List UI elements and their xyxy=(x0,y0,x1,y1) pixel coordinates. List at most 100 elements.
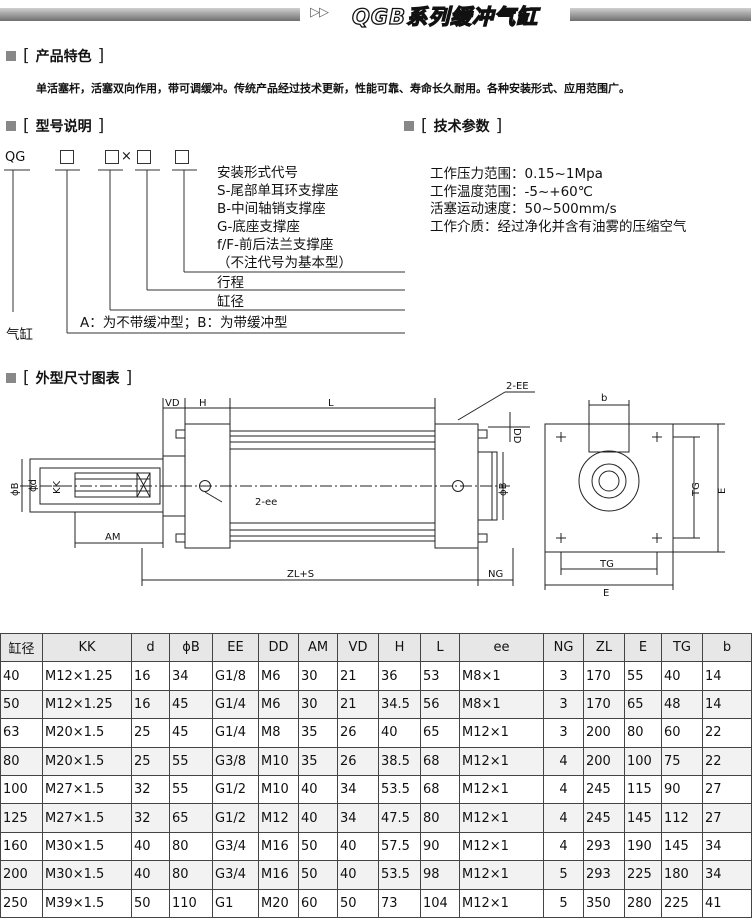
table-cell: 21 xyxy=(337,689,379,720)
dim-tg-side: TG xyxy=(691,482,702,497)
table-cell: 53.5 xyxy=(378,774,421,805)
table-cell: 34.5 xyxy=(378,689,421,720)
table-cell: M12×1 xyxy=(459,831,544,862)
cylinder-drawing: VD H L 2-EE DD ϕB ϕB KK ϕd 2-ee AM ZL+S … xyxy=(10,381,728,599)
table-cell: 16 xyxy=(131,689,170,720)
table-cell: 100 xyxy=(624,746,662,776)
table-cell: 40 xyxy=(298,774,338,805)
table-cell: 68 xyxy=(420,746,460,776)
table-cell: M27×1.5 xyxy=(42,803,132,833)
table-cell: 65 xyxy=(624,689,662,720)
mount-line: f/F-前后法兰支撑座 xyxy=(217,237,334,253)
table-cell: 35 xyxy=(298,718,338,748)
table-cell: 34 xyxy=(337,774,379,805)
table-cell: 50 xyxy=(337,888,379,918)
table-cell: 40 xyxy=(131,831,170,862)
section-marker-icon xyxy=(6,373,16,383)
table-cell: 40 xyxy=(337,831,379,862)
table-cell: 57.5 xyxy=(378,831,421,862)
table-cell: 3 xyxy=(543,661,584,691)
table-cell: 40 xyxy=(661,661,703,691)
table-cell: M12×1 xyxy=(459,803,544,833)
table-cell: 53.5 xyxy=(378,860,421,890)
table-cell: 55 xyxy=(624,661,662,691)
table-cell: 25 xyxy=(131,746,170,776)
table-cell: 32 xyxy=(131,803,170,833)
table-header-cell: EE xyxy=(212,632,259,663)
table-header-cell: H xyxy=(378,632,421,663)
table-header-cell: b xyxy=(702,632,752,663)
dim-l: L xyxy=(328,398,334,409)
table-cell: 26 xyxy=(337,718,379,748)
dim-b-front: ϕB xyxy=(10,482,21,496)
table-cell: 34 xyxy=(702,860,752,890)
table-cell: M12×1 xyxy=(459,888,544,918)
table-cell: 4 xyxy=(543,774,584,805)
table-cell: 68 xyxy=(420,774,460,805)
table-cell: M12×1 xyxy=(459,746,544,776)
table-cell: 3 xyxy=(543,689,584,720)
header-bar-left xyxy=(0,8,300,21)
table-cell: 112 xyxy=(661,803,703,833)
section-marker-icon xyxy=(404,121,414,131)
table-cell: 40 xyxy=(298,803,338,833)
table-cell: 40 xyxy=(337,860,379,890)
table-cell: 35 xyxy=(298,746,338,776)
table-cell: 50 xyxy=(0,689,43,720)
dim-ng: NG xyxy=(488,569,503,580)
table-cell: 65 xyxy=(420,718,460,748)
features-heading: [产品特色] xyxy=(6,46,104,66)
dim-e-side: E xyxy=(717,488,728,494)
table-cell: M30×1.5 xyxy=(42,860,132,890)
table-cell: 280 xyxy=(624,888,662,918)
table-cell: 27 xyxy=(702,803,752,833)
bore-label: 缸径 xyxy=(217,294,244,310)
table-cell: G1/2 xyxy=(212,774,259,805)
table-cell: 4 xyxy=(543,803,584,833)
table-cell: 26 xyxy=(337,746,379,776)
table-cell: 14 xyxy=(702,661,752,691)
table-cell: M8×1 xyxy=(459,661,544,691)
table-cell: 90 xyxy=(661,774,703,805)
table-cell: 40 xyxy=(378,718,421,748)
cushion-type-label: A：为不带缓冲型；B：为带缓冲型 xyxy=(80,315,288,331)
table-cell: 180 xyxy=(661,860,703,890)
table-cell: 40 xyxy=(0,661,43,691)
table-cell: 145 xyxy=(624,803,662,833)
table-cell: 27 xyxy=(702,774,752,805)
table-cell: M20 xyxy=(258,888,299,918)
drawing-heading: [外型尺寸图表] xyxy=(6,368,132,388)
table-cell: 53 xyxy=(420,661,460,691)
table-cell: M30×1.5 xyxy=(42,831,132,862)
table-cell: 50 xyxy=(131,888,170,918)
table-header-cell: E xyxy=(624,632,662,663)
table-cell: 80 xyxy=(169,831,213,862)
table-cell: 45 xyxy=(169,718,213,748)
table-cell: G1/2 xyxy=(212,803,259,833)
table-cell: 170 xyxy=(583,661,625,691)
cylinder-label: 气缸 xyxy=(6,327,33,343)
dim-h: H xyxy=(199,398,207,409)
table-cell: M12×1.25 xyxy=(42,689,132,720)
table-cell: 293 xyxy=(583,831,625,862)
table-header-cell: DD xyxy=(258,632,299,663)
table-cell: 293 xyxy=(583,860,625,890)
dim-e-bottom: E xyxy=(603,588,609,599)
table-cell: 4 xyxy=(543,831,584,862)
table-cell: 47.5 xyxy=(378,803,421,833)
table-cell: 225 xyxy=(661,888,703,918)
table-cell: 225 xyxy=(624,860,662,890)
table-cell: 73 xyxy=(378,888,421,918)
table-cell: 80 xyxy=(624,718,662,748)
table-cell: 50 xyxy=(298,860,338,890)
stroke-label: 行程 xyxy=(217,275,244,291)
table-cell: 200 xyxy=(583,746,625,776)
section-marker-icon xyxy=(6,51,16,61)
times-sign: × xyxy=(121,149,132,164)
